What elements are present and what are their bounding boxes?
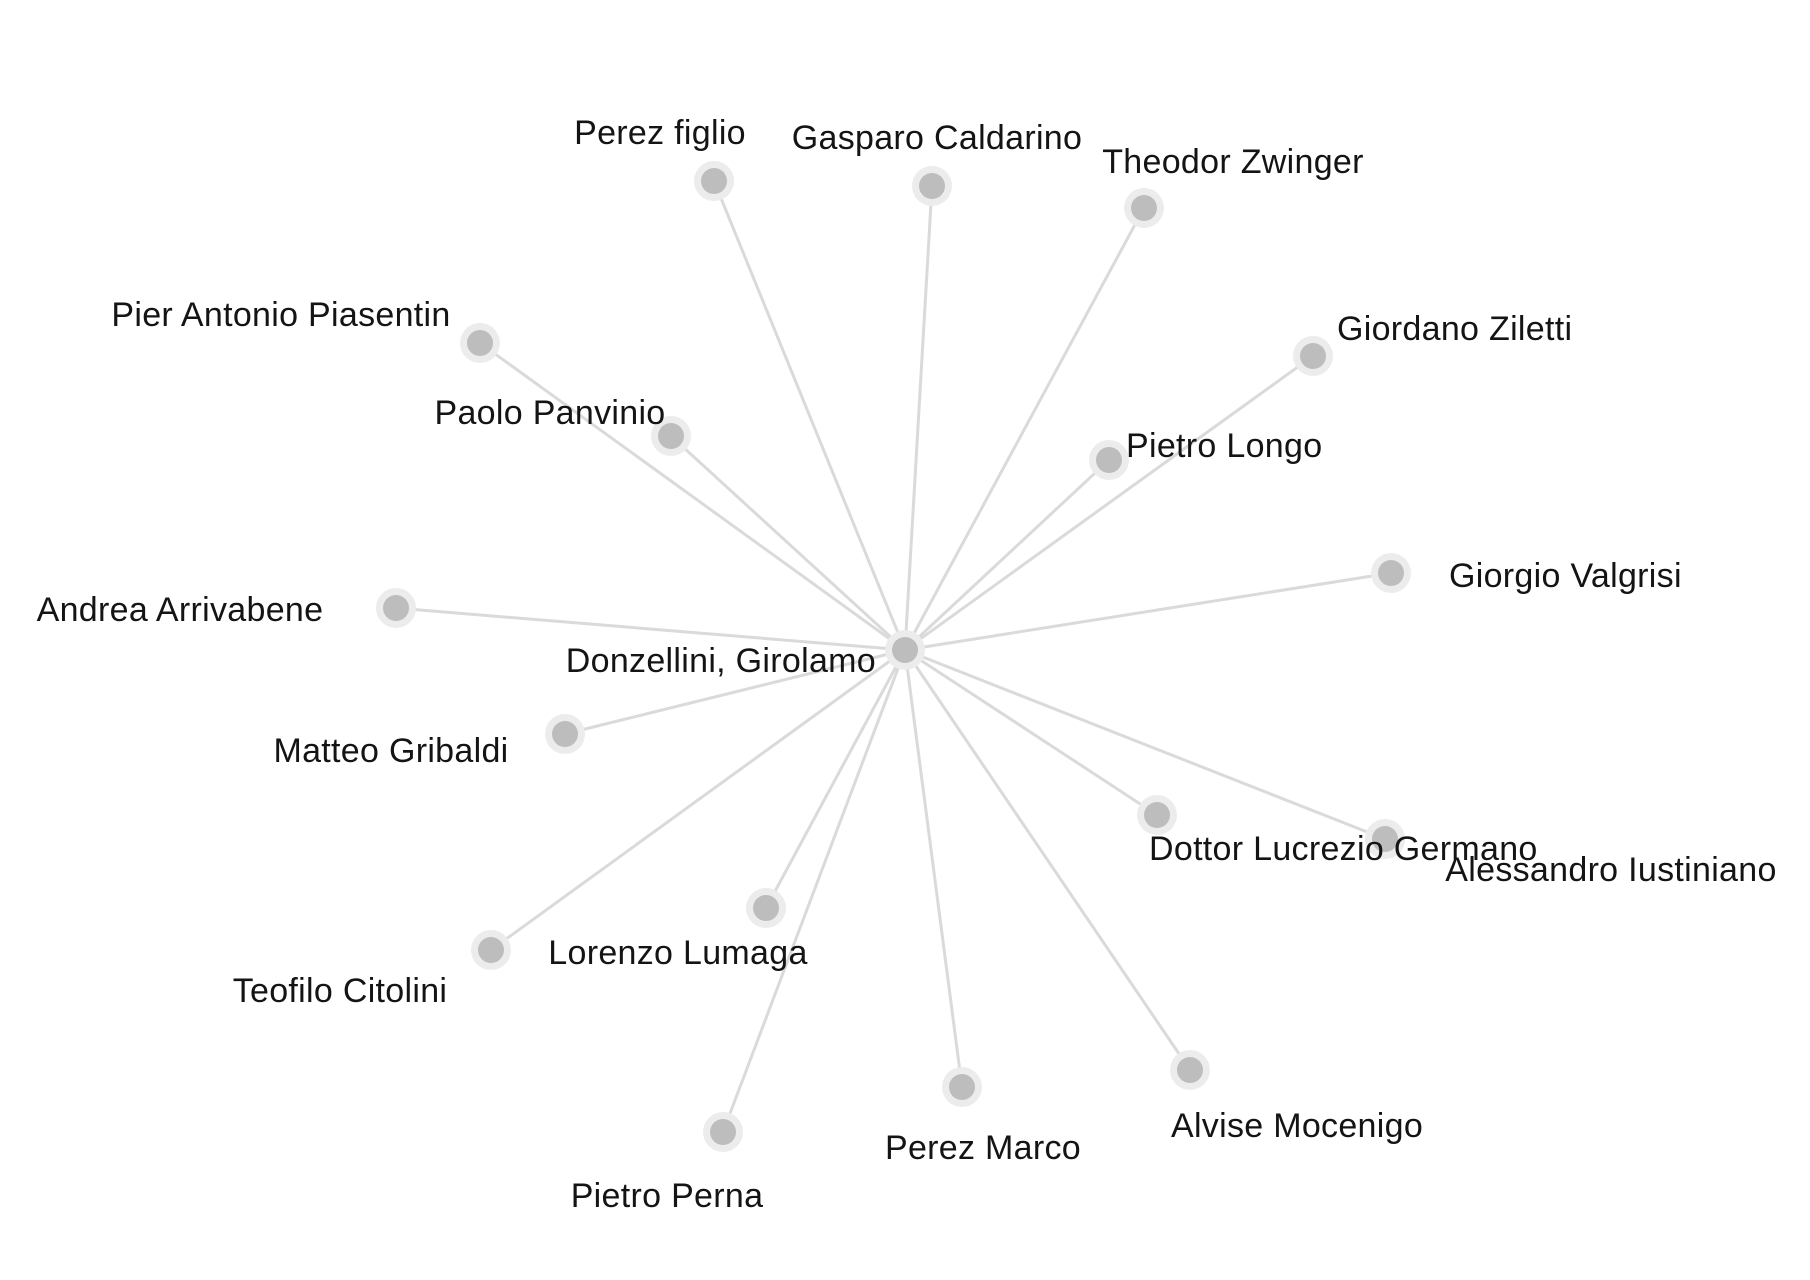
node-circle <box>753 895 779 921</box>
node-circle <box>1378 560 1404 586</box>
label-pietro-perna: Pietro Perna <box>571 1177 764 1215</box>
node-circle <box>478 937 504 963</box>
node-circle <box>1131 195 1157 221</box>
label-pier-antonio-piasentin: Pier Antonio Piasentin <box>111 296 450 334</box>
label-giordano-ziletti: Giordano Ziletti <box>1337 310 1572 348</box>
label-perez-marco: Perez Marco <box>885 1129 1081 1167</box>
edges-layer <box>395 180 1392 1133</box>
node-circle <box>467 330 493 356</box>
label-teofilo-citolini: Teofilo Citolini <box>233 972 448 1010</box>
label-andrea-arrivabene: Andrea Arrivabene <box>37 591 324 629</box>
node-circle <box>701 168 727 194</box>
node-pietro-longo[interactable] <box>1089 440 1129 480</box>
nodes-layer <box>376 161 1411 1152</box>
node-pietro-perna[interactable] <box>703 1112 743 1152</box>
node-matteo-gribaldi[interactable] <box>545 714 585 754</box>
edge-center-giordano-ziletti <box>904 354 1314 652</box>
edge-center-andrea-arrivabene <box>395 606 906 652</box>
node-perez-marco[interactable] <box>942 1067 982 1107</box>
edge-center-teofilo-citolini <box>490 648 906 952</box>
label-gasparo-caldarino: Gasparo Caldarino <box>792 119 1082 157</box>
edge-center-pier-antonio-piasentin <box>479 341 906 652</box>
label-paolo-panvinio: Paolo Panvinio <box>434 394 665 432</box>
edge-center-matteo-gribaldi <box>564 648 906 736</box>
edge-center-dottor-lucrezio-germano <box>904 648 1158 817</box>
edge-center-alessandro-iustiniano <box>904 648 1386 841</box>
edge-center-giorgio-valgrisi <box>904 571 1392 652</box>
node-circle <box>1300 343 1326 369</box>
node-circle <box>949 1074 975 1100</box>
node-circle <box>1372 826 1398 852</box>
node-andrea-arrivabene[interactable] <box>376 588 416 628</box>
node-circle <box>1144 802 1170 828</box>
label-alessandro-iustiniano: Alessandro Iustiniano <box>1445 851 1776 889</box>
edge-center-pietro-perna <box>721 649 907 1133</box>
node-circle <box>383 595 409 621</box>
edge-center-perez-figlio <box>712 180 907 651</box>
node-giorgio-valgrisi[interactable] <box>1371 553 1411 593</box>
edge-center-lorenzo-lumaga <box>764 649 907 909</box>
node-center[interactable] <box>885 630 925 670</box>
edge-center-perez-marco <box>903 649 964 1088</box>
node-circle <box>658 423 684 449</box>
node-dottor-lucrezio-germano[interactable] <box>1137 795 1177 835</box>
label-theodor-zwinger: Theodor Zwinger <box>1102 143 1364 181</box>
node-circle <box>892 637 918 663</box>
node-circle <box>552 721 578 747</box>
node-circle <box>1096 447 1122 473</box>
label-center: Donzellini, Girolamo <box>566 642 876 680</box>
node-perez-figlio[interactable] <box>694 161 734 201</box>
edge-center-theodor-zwinger <box>903 207 1146 651</box>
label-perez-figlio: Perez figlio <box>574 114 746 152</box>
label-giorgio-valgrisi: Giorgio Valgrisi <box>1449 557 1682 595</box>
node-alessandro-iustiniano[interactable] <box>1365 819 1405 859</box>
node-circle <box>919 173 945 199</box>
node-alvise-mocenigo[interactable] <box>1170 1050 1210 1090</box>
node-giordano-ziletti[interactable] <box>1293 336 1333 376</box>
node-pier-antonio-piasentin[interactable] <box>460 323 500 363</box>
node-circle <box>1177 1057 1203 1083</box>
label-alvise-mocenigo: Alvise Mocenigo <box>1171 1107 1423 1145</box>
edge-center-gasparo-caldarino <box>903 185 934 651</box>
node-teofilo-citolini[interactable] <box>471 930 511 970</box>
node-lorenzo-lumaga[interactable] <box>746 888 786 928</box>
node-paolo-panvinio[interactable] <box>651 416 691 456</box>
node-theodor-zwinger[interactable] <box>1124 188 1164 228</box>
edge-center-paolo-panvinio <box>669 434 907 652</box>
node-circle <box>710 1119 736 1145</box>
edge-center-pietro-longo <box>903 458 1111 652</box>
label-pietro-longo: Pietro Longo <box>1126 427 1322 465</box>
node-gasparo-caldarino[interactable] <box>912 166 952 206</box>
label-dottor-lucrezio-germano: Dottor Lucrezio Germano <box>1149 830 1538 868</box>
edge-center-alvise-mocenigo <box>903 649 1192 1071</box>
label-lorenzo-lumaga: Lorenzo Lumaga <box>548 934 807 972</box>
label-matteo-gribaldi: Matteo Gribaldi <box>273 732 508 770</box>
